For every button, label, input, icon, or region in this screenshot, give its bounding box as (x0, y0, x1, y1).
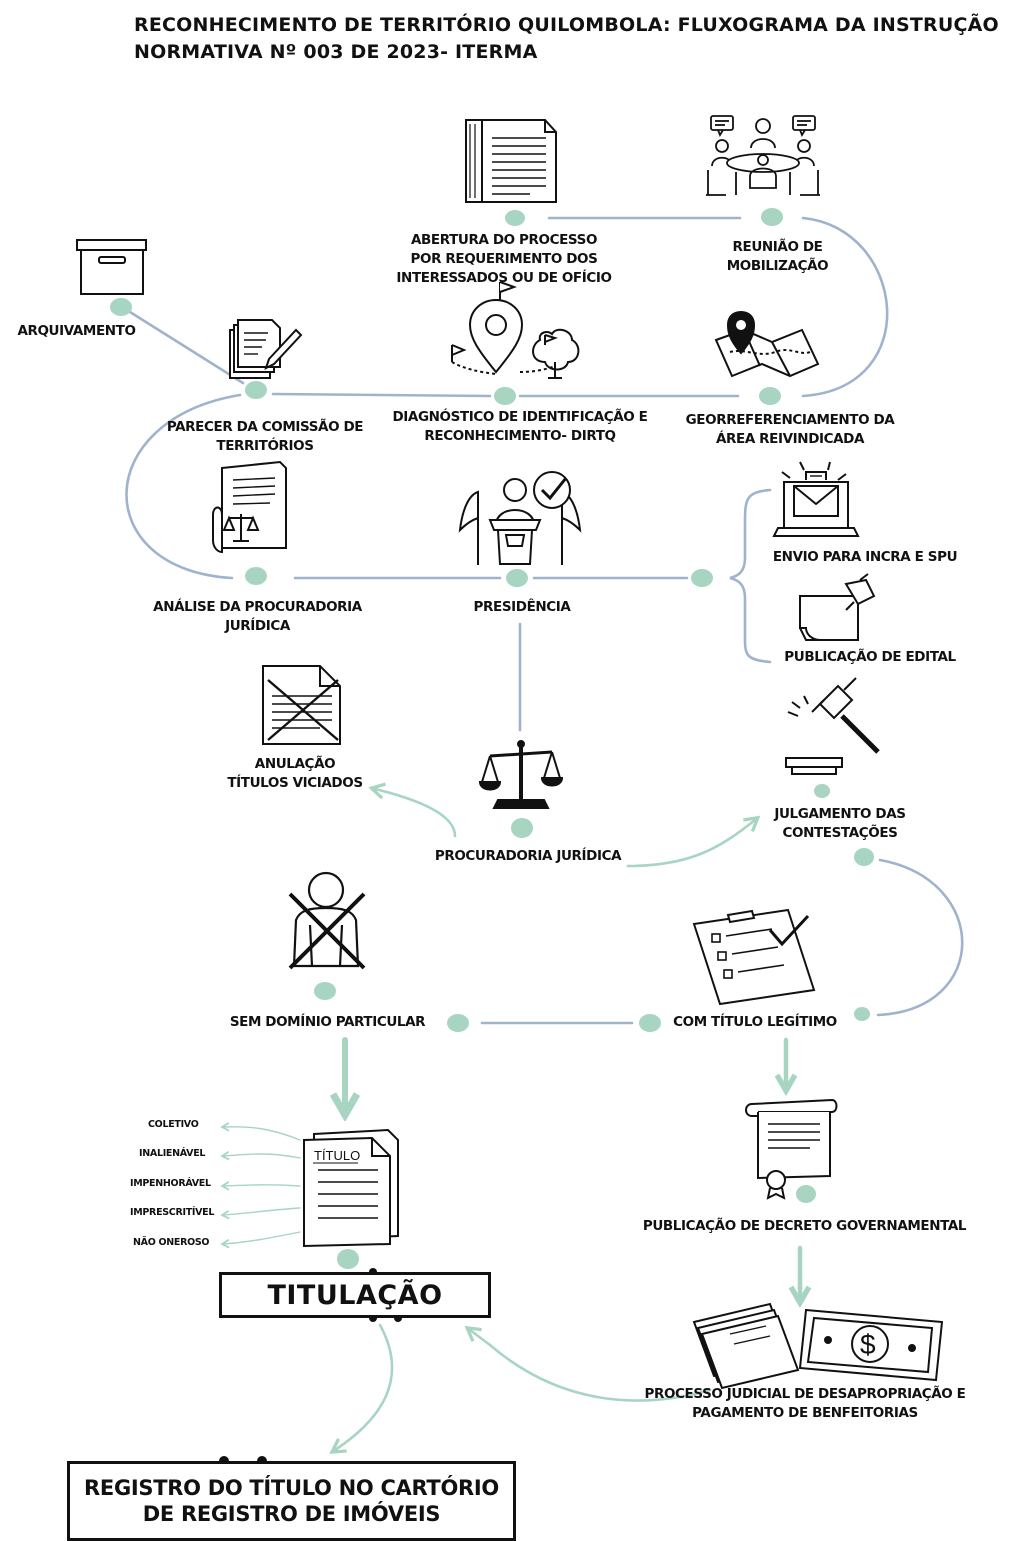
notice-board-icon (799, 573, 876, 641)
podium-icon (458, 471, 582, 565)
label-analise: ANÁLISE DA PROCURADORIA JURÍDICA (153, 599, 362, 634)
node-comtitulo-in (854, 1007, 870, 1021)
connector-lines (125, 216, 964, 1025)
node-procuradoria (511, 818, 533, 838)
line-parecer-arquivamento (128, 310, 245, 385)
archive-box-icon (76, 239, 147, 295)
title-doc-text: TÍTULO (314, 1148, 360, 1163)
label-georreferenciamento: GEORREFERENCIAMENTO DA ÁREA REIVINDICADA (685, 412, 895, 447)
label-reuniao: REUNIÃO DE MOBILIZAÇÃO (726, 239, 829, 274)
flow-nodes (110, 208, 874, 1269)
label-com-titulo: COM TÍTULO LEGÍTIMO (673, 1014, 837, 1030)
label-envio: ENVIO PARA INCRA E SPU (772, 549, 958, 565)
label-sem-dominio: SEM DOMÍNIO PARTICULAR (229, 1014, 426, 1030)
node-julgamento (814, 784, 830, 798)
label-abertura: ABERTURA DO PROCESSO POR REQUERIMENTO DO… (396, 232, 612, 286)
attr-coletivo: COLETIVO (148, 1119, 199, 1130)
label-anulacao: ANULAÇÃO TÍTULOS VICIADOS (227, 756, 363, 791)
node-semdominio-top (314, 982, 336, 1000)
attr-impenhoravel: IMPENHORÁVEL (130, 1178, 211, 1189)
label-parecer: PARECER DA COMISSÃO DE TERRITÓRIOS (166, 419, 364, 454)
line-parecer-analise (125, 393, 242, 580)
arrow-processo-titulacao (464, 1325, 712, 1402)
registro-box: REGISTRO DO TÍTULO NO CARTÓRIO DE REGIST… (67, 1461, 516, 1541)
money-symbol: $ (860, 1329, 876, 1360)
arrow-attr-1 (220, 1122, 301, 1141)
node-arquivamento (110, 298, 132, 316)
cancelled-document-icon (262, 665, 341, 745)
arrow-procuradoria-anulacao (368, 782, 457, 838)
arrow-attr-5 (220, 1231, 301, 1249)
flow-arrows (220, 782, 800, 1454)
label-publicacao-edital: PUBLICAÇÃO DE EDITAL (784, 649, 956, 665)
node-parecer (245, 381, 267, 399)
line-reuniao-geo (801, 216, 889, 398)
legal-document-icon (212, 460, 287, 554)
node-julgamento-out (854, 848, 874, 866)
node-diagnostico (494, 387, 516, 405)
attr-imprescritivel: IMPRESCRITÍVEL (130, 1207, 215, 1218)
node-analise (245, 567, 267, 585)
page-title: RECONHECIMENTO DE TERRITÓRIO QUILOMBOLA:… (134, 14, 999, 63)
node-envio (691, 569, 713, 587)
papers-pen-icon (229, 319, 303, 379)
arrow-attr-2 (220, 1150, 301, 1161)
checklist-icon (692, 908, 816, 1006)
node-reuniao (761, 208, 783, 226)
label-presidencia: PRESIDÊNCIA (473, 599, 571, 615)
document-icon (465, 119, 557, 203)
label-processo-judicial: PROCESSO JUDICIAL DE DESAPROPRIAÇÃO E PA… (644, 1386, 966, 1421)
node-decreto (796, 1185, 816, 1203)
scroll-decree-icon (745, 1098, 838, 1200)
titulacao-box: TITULAÇÃO (219, 1272, 491, 1318)
node-geo (759, 387, 781, 405)
laptop-mail-icon (772, 461, 860, 537)
attr-nao-oneroso: NÃO ONEROSO (133, 1237, 210, 1248)
arrow-titulacao-registro (329, 1323, 394, 1454)
crossed-person-icon (288, 871, 366, 970)
label-julgamento: JULGAMENTO DAS CONTESTAÇÕES (774, 806, 906, 841)
node-presidencia (506, 569, 528, 587)
node-abertura (505, 210, 525, 226)
attr-inalienavel: INALIENÁVEL (139, 1148, 206, 1159)
line-julgamento-comtitulo (876, 858, 964, 1017)
label-arquivamento: ARQUIVAMENTO (17, 323, 136, 339)
title-document-icon: TÍTULO (303, 1128, 399, 1248)
line-diagnostico-parecer (271, 392, 492, 398)
node-comtitulo (639, 1014, 661, 1032)
arrow-attr-3 (220, 1181, 301, 1191)
map-icon (714, 310, 820, 378)
label-procuradoria: PROCURADORIA JURÍDICA (434, 848, 622, 864)
label-diagnostico: DIAGNÓSTICO DE IDENTIFICAÇÃO E RECONHECI… (392, 409, 648, 444)
scales-icon (478, 740, 564, 809)
arrow-procuradoria-julgamento (626, 815, 761, 868)
label-decreto: PUBLICAÇÃO DE DECRETO GOVERNAMENTAL (642, 1218, 967, 1234)
gavel-icon (785, 677, 880, 775)
arrow-attr-4 (220, 1207, 301, 1220)
meeting-icon (706, 115, 820, 196)
node-semdominio (447, 1014, 469, 1032)
map-pin-tree-icon (451, 281, 580, 379)
bracket-envio-edital (729, 488, 772, 664)
node-titulo (337, 1249, 359, 1269)
money-icon: $ (692, 1302, 944, 1390)
